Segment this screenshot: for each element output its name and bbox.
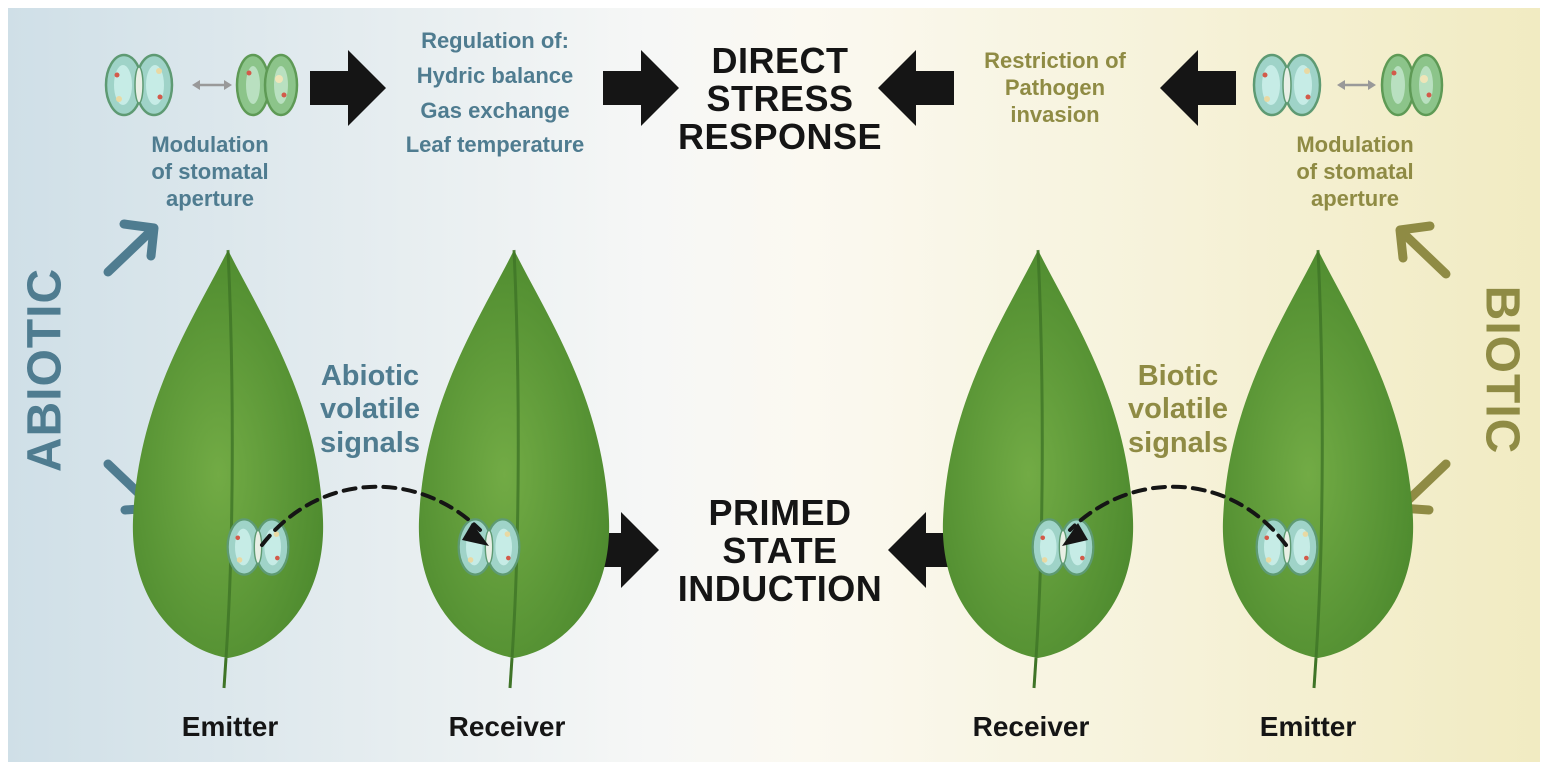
double-arrow-icon <box>192 80 232 90</box>
abiotic-side-label: ABIOTIC <box>18 267 72 473</box>
regulation-label: Regulation of: Hydric balance Gas exchan… <box>405 28 585 158</box>
abiotic-arrow-up-icon <box>103 225 157 277</box>
volatile-signal-arcs <box>260 484 1288 547</box>
biotic-volatile-label: Biotic volatile signals <box>1128 360 1228 459</box>
biotic-arrowhead-up <box>1395 221 1435 263</box>
left-receiver-caption: Receiver <box>448 711 566 742</box>
left-modulation-label: Modulation of stomatal aperture <box>151 132 269 211</box>
abiotic-signal-path <box>260 484 482 547</box>
biotic-side-label: BIOTIC <box>1475 285 1529 455</box>
abiotic-arrowhead-up <box>119 219 159 261</box>
primed-state-induction-title: PRIMED STATE INDUCTION <box>677 492 883 610</box>
direct-stress-response-title: DIRECT STRESS RESPONSE <box>677 40 883 158</box>
double-arrow-icon <box>1337 80 1376 90</box>
biotic-signal-arrowhead <box>1062 523 1088 546</box>
right-emitter-caption: Emitter <box>1259 711 1357 742</box>
right-receiver-caption: Receiver <box>972 711 1090 742</box>
biotic-signal-path <box>1068 484 1288 547</box>
right-modulation-label: Modulation of stomatal aperture <box>1296 132 1414 211</box>
left-emitter-caption: Emitter <box>181 711 279 742</box>
abiotic-volatile-label: Abiotic volatile signals <box>320 360 420 459</box>
biotic-arrow-up-icon <box>1397 227 1451 279</box>
abiotic-signal-arrowhead <box>462 523 489 546</box>
restriction-label: Restriction of Pathogen invasion <box>984 48 1126 127</box>
